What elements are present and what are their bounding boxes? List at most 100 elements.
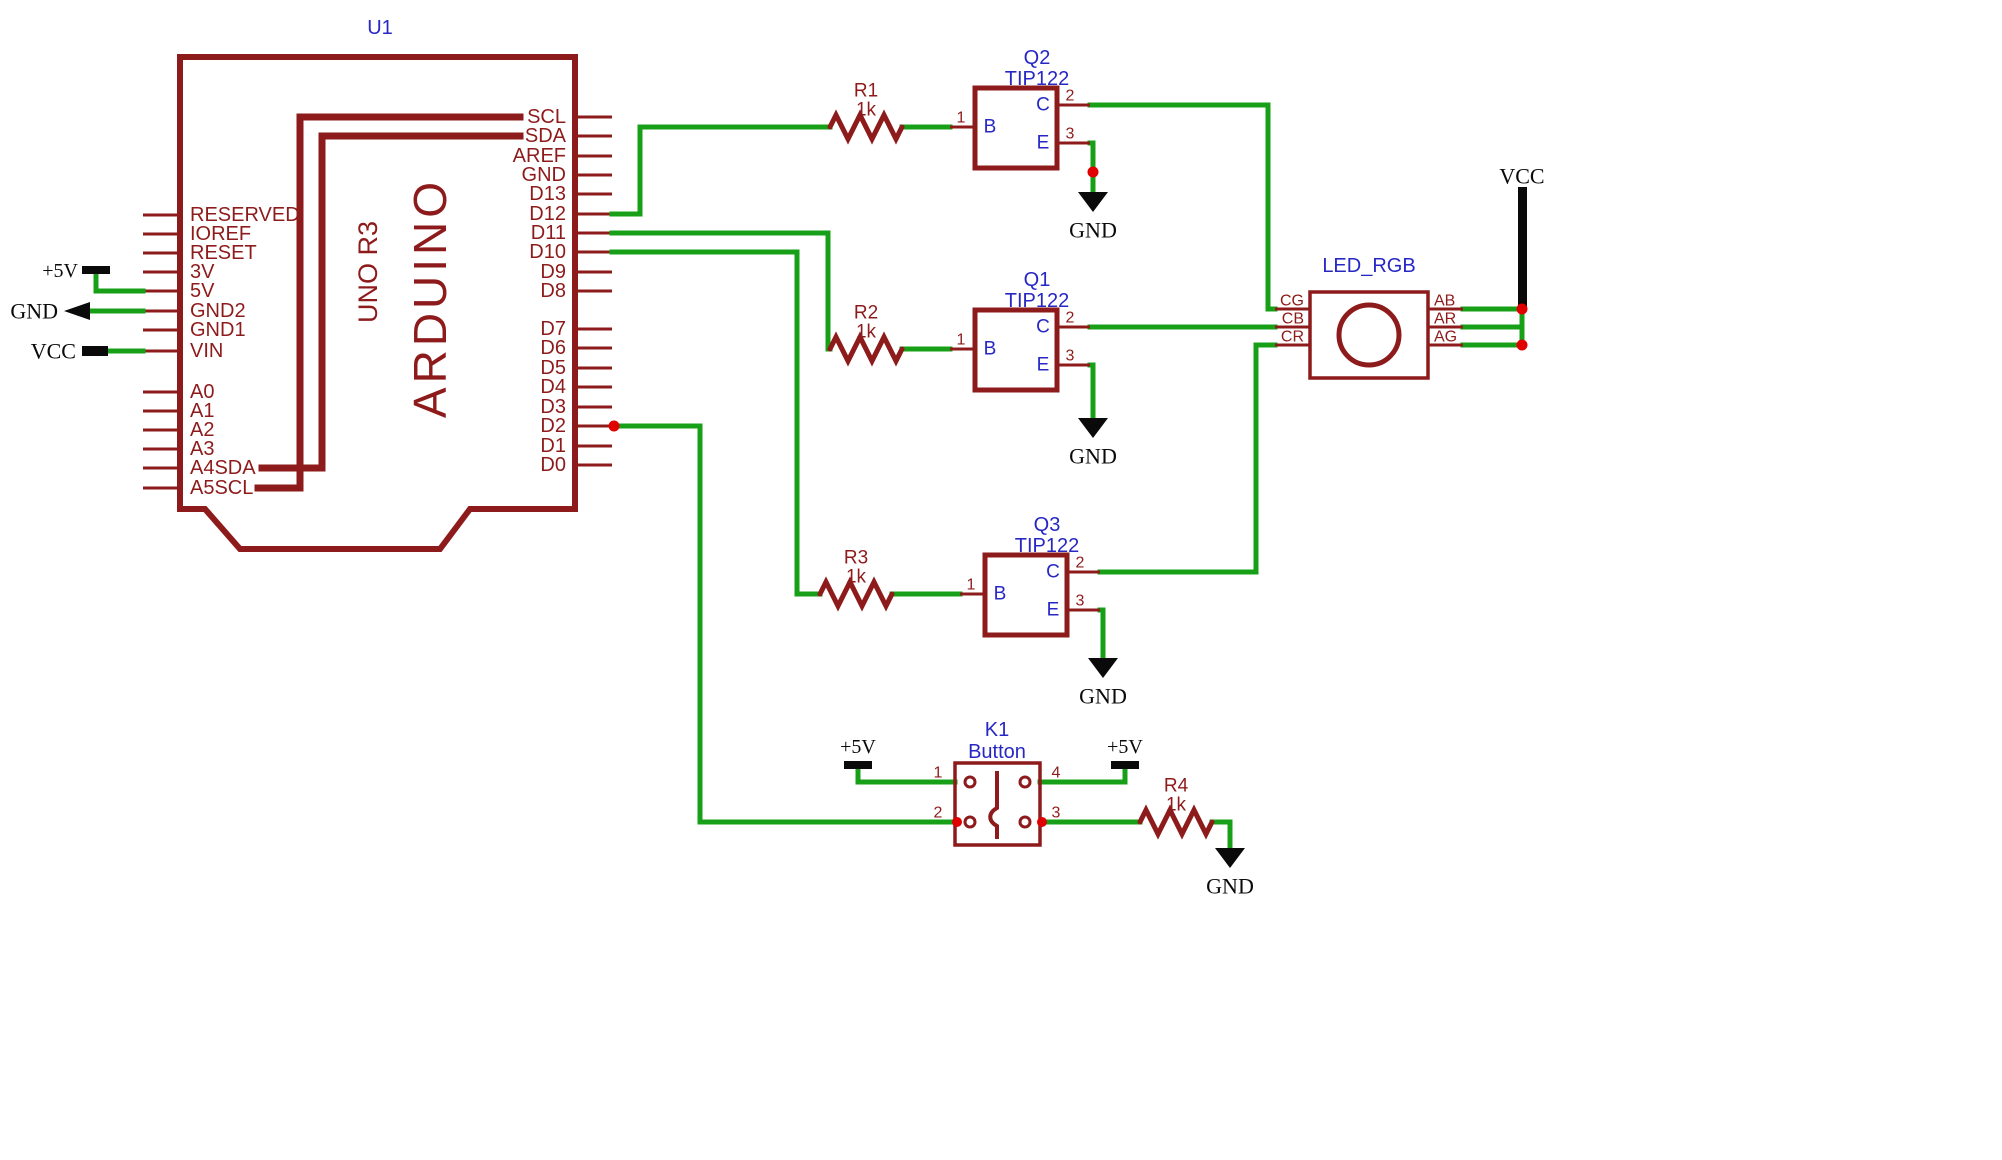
transistor-value: TIP122 xyxy=(1005,290,1069,312)
pin-label: SDA xyxy=(525,125,567,147)
pin-label: AREF xyxy=(513,145,566,167)
arduino-internal-scl-line xyxy=(254,113,524,492)
plus5v-bar xyxy=(1111,761,1139,769)
pin-number-3: 3 xyxy=(1066,126,1075,143)
button-ref: K1 xyxy=(985,719,1009,741)
button-pin-4: 4 xyxy=(1052,765,1061,782)
vcc-bar xyxy=(1518,187,1527,309)
button-contact xyxy=(1018,815,1032,829)
gnd-label: GND xyxy=(1079,684,1127,709)
junction-dot xyxy=(1037,817,1047,827)
pin-label: D1 xyxy=(540,435,566,457)
transistor-ref: Q2 xyxy=(1024,47,1051,69)
junction-dot xyxy=(1516,339,1528,351)
pin-number-1: 1 xyxy=(957,110,966,127)
pin-letter-b: B xyxy=(984,339,997,360)
resistor-zigzag xyxy=(817,576,895,612)
junction-dot xyxy=(608,420,620,432)
button-actuator xyxy=(988,771,999,839)
pin-label: A0 xyxy=(190,381,214,403)
arduino-ref: U1 xyxy=(367,17,393,39)
pin-letter-b: B xyxy=(994,584,1007,605)
led-pin-cb: CB xyxy=(1282,311,1304,328)
led-rgb: LED_RGB CG CB CR AB AR AG xyxy=(1275,255,1463,380)
transistor-q2: Q2 TIP122 B C E 1 2 3 xyxy=(950,47,1090,171)
pin-label: A5SCL xyxy=(190,477,253,499)
resistor-ref: R1 xyxy=(854,81,878,102)
arduino-name: ARDUINO xyxy=(404,178,456,418)
plus5v-bar xyxy=(82,266,110,274)
led-pin-ag: AG xyxy=(1434,329,1457,346)
pin-label: A2 xyxy=(190,419,214,441)
resistor-zigzag xyxy=(1137,804,1215,840)
pin-label: RESERVED xyxy=(190,204,300,226)
pin-label: GND1 xyxy=(190,319,246,341)
resistor-ref: R2 xyxy=(854,303,878,324)
pin-label: D7 xyxy=(540,318,566,340)
pin-label: D4 xyxy=(540,376,566,398)
pin-label: A3 xyxy=(190,438,214,460)
pin-number-1: 1 xyxy=(967,577,976,594)
button-contact xyxy=(1018,775,1032,789)
pin-number-2: 2 xyxy=(1066,310,1075,327)
resistor-ref: R4 xyxy=(1164,776,1189,797)
wire-button1-to-5v xyxy=(855,766,958,785)
supply-gnd-q2: GND xyxy=(1069,192,1117,243)
plus5v-label: +5V xyxy=(1107,736,1143,758)
resistor-r2: R2 1k xyxy=(827,303,905,367)
pin-label: D8 xyxy=(540,280,566,302)
pin-letter-e: E xyxy=(1037,133,1050,154)
arduino-left-pin-lines xyxy=(143,213,180,490)
plus5v-label: +5V xyxy=(840,736,876,758)
wire-d10-to-r3 xyxy=(609,249,823,597)
gnd-triangle xyxy=(1088,658,1118,678)
gnd-label: GND xyxy=(1069,444,1117,469)
wire-q3c-to-led-cr xyxy=(1097,342,1278,575)
button-value: Button xyxy=(968,741,1026,763)
pin-label: D2 xyxy=(540,415,566,437)
button-body xyxy=(953,761,1042,847)
arduino-internal-sda-line xyxy=(258,132,524,472)
transistor-value: TIP122 xyxy=(1005,68,1069,90)
wire-q3e-to-gnd xyxy=(1097,607,1106,661)
led-pin-cg: CG xyxy=(1280,293,1304,310)
arduino-right-pin-lines xyxy=(575,115,612,467)
gnd-triangle xyxy=(1078,192,1108,212)
vcc-label: VCC xyxy=(31,339,76,364)
pin-label: D12 xyxy=(529,203,566,225)
pin-label: SCL xyxy=(527,106,566,128)
pin-label: D3 xyxy=(540,396,566,418)
pin-label: D5 xyxy=(540,357,566,379)
transistor-ref: Q1 xyxy=(1024,269,1051,291)
gnd-triangle xyxy=(1215,848,1245,868)
supply-vcc-right: VCC xyxy=(1499,164,1545,309)
gnd-triangle xyxy=(1078,418,1108,438)
supply-vcc-left: VCC xyxy=(31,339,108,364)
pin-number-2: 2 xyxy=(1076,555,1085,572)
led-pin-ar: AR xyxy=(1434,311,1456,328)
arduino-right-pin-labels: SCL SDA AREF GND D13 D12 D11 D10 D9 D8 D… xyxy=(513,106,567,476)
pin-label: VIN xyxy=(190,340,223,362)
plus5v-label: +5V xyxy=(42,260,78,282)
pin-letter-c: C xyxy=(1036,95,1050,116)
wire-q1e-to-gnd xyxy=(1087,362,1096,421)
button-contact xyxy=(963,775,977,789)
arduino-outline xyxy=(177,54,578,552)
wire-button4-to-5v xyxy=(1037,766,1128,785)
arduino-variant: UNO R3 xyxy=(353,221,383,323)
plus5v-bar xyxy=(844,761,872,769)
pin-label: 3V xyxy=(190,261,215,283)
transistor-ref: Q3 xyxy=(1034,514,1061,536)
pin-label: D0 xyxy=(540,454,566,476)
pin-label: A1 xyxy=(190,400,214,422)
supply-gnd-left: GND xyxy=(10,299,90,324)
led-circle xyxy=(1336,302,1402,368)
transistor-q1: Q1 TIP122 B C E 1 2 3 xyxy=(950,269,1090,393)
led-body xyxy=(1308,290,1430,380)
pin-letter-e: E xyxy=(1037,355,1050,376)
wire-q2c-to-led-cg xyxy=(1087,102,1278,312)
junction-dot xyxy=(1516,303,1528,315)
pin-label: D9 xyxy=(540,261,566,283)
nets xyxy=(85,102,1525,851)
